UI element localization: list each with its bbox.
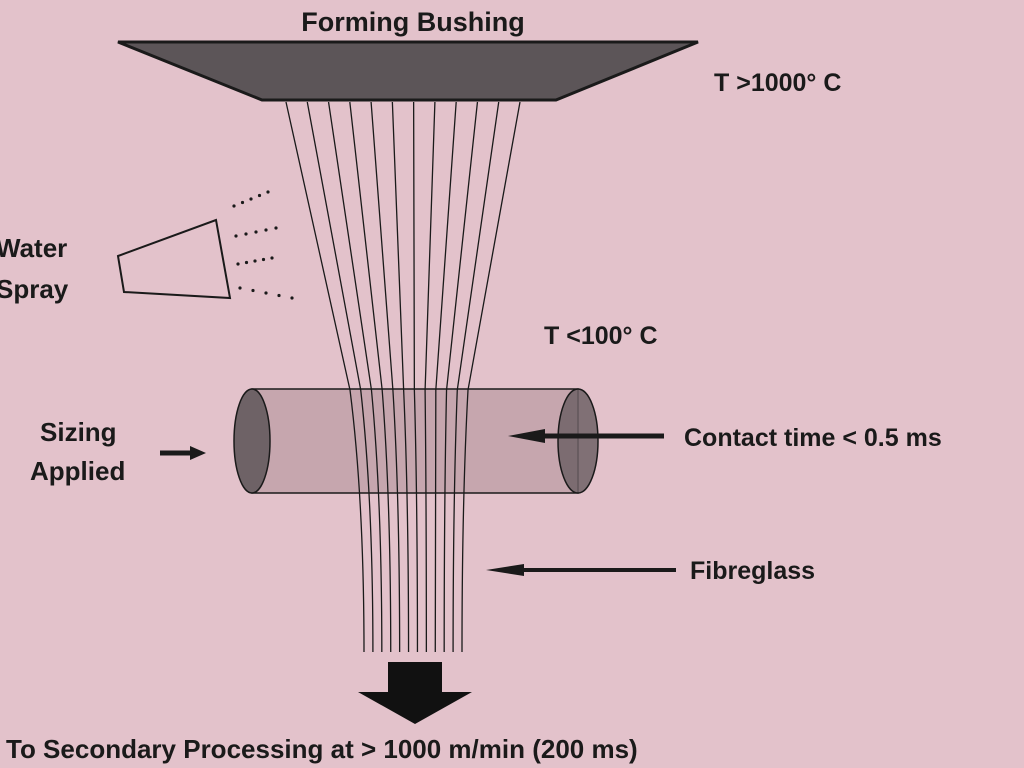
fibre-filament [412, 101, 419, 653]
secondary-processing-label: To Secondary Processing at > 1000 m/min … [6, 734, 638, 764]
down-arrow-icon [358, 662, 472, 724]
forming-bushing-label: Forming Bushing [301, 7, 524, 37]
spray-droplet [236, 262, 240, 266]
spray-droplet [253, 259, 257, 263]
spray-droplet [238, 286, 242, 290]
spray-droplet [266, 190, 270, 194]
sizing-applied-label-line2: Applied [30, 456, 125, 486]
fibre-filament [391, 101, 410, 653]
spray-droplet [277, 293, 281, 298]
spray-droplet [264, 291, 268, 295]
spray-droplet [290, 296, 294, 300]
spray-droplet [234, 234, 238, 238]
fibre-filament [424, 101, 436, 653]
water-spray-label-line2: Spray [0, 274, 69, 304]
sizing-arrow [160, 446, 206, 460]
fibre-filament [434, 101, 457, 653]
fibre-filament [349, 101, 392, 653]
fibre-filament [327, 101, 383, 653]
water-spray-label-line1: Water [0, 233, 67, 263]
fibre-filament [370, 101, 401, 653]
fibre-filament [306, 101, 374, 653]
fibreglass-label: Fibreglass [690, 557, 815, 585]
spray-droplet [232, 204, 236, 208]
sizing-applicator-right-end [557, 388, 599, 494]
spray-droplet [249, 197, 253, 201]
water-spray-droplets [232, 190, 294, 300]
fibre-filament [285, 101, 365, 653]
spray-droplet [244, 232, 248, 236]
spray-droplet [264, 228, 268, 232]
spray-droplet [270, 256, 274, 260]
sizing-applicator-left-end [233, 388, 271, 494]
spray-droplet [274, 226, 278, 230]
spray-droplet [240, 200, 245, 205]
spray-droplet [244, 260, 249, 265]
spray-droplet [261, 257, 266, 262]
water-spray-nozzle [116, 218, 232, 300]
fibre-filament [443, 101, 479, 653]
contact-time-label: Contact time < 0.5 ms [684, 424, 942, 452]
fibre-filament [452, 101, 500, 653]
contact-time-arrow [508, 429, 664, 443]
temperature-high-label: T >1000° C [714, 69, 841, 97]
fibreglass-arrow [486, 564, 676, 576]
forming-bushing [117, 40, 699, 102]
spray-droplet [257, 193, 262, 198]
spray-droplet [254, 230, 258, 234]
fibre-filament [461, 101, 521, 653]
temperature-low-label: T <100° C [544, 322, 658, 350]
sizing-applied-label-line1: Sizing [40, 417, 117, 447]
spray-droplet [251, 288, 255, 293]
fibreglass-filaments [285, 101, 521, 653]
